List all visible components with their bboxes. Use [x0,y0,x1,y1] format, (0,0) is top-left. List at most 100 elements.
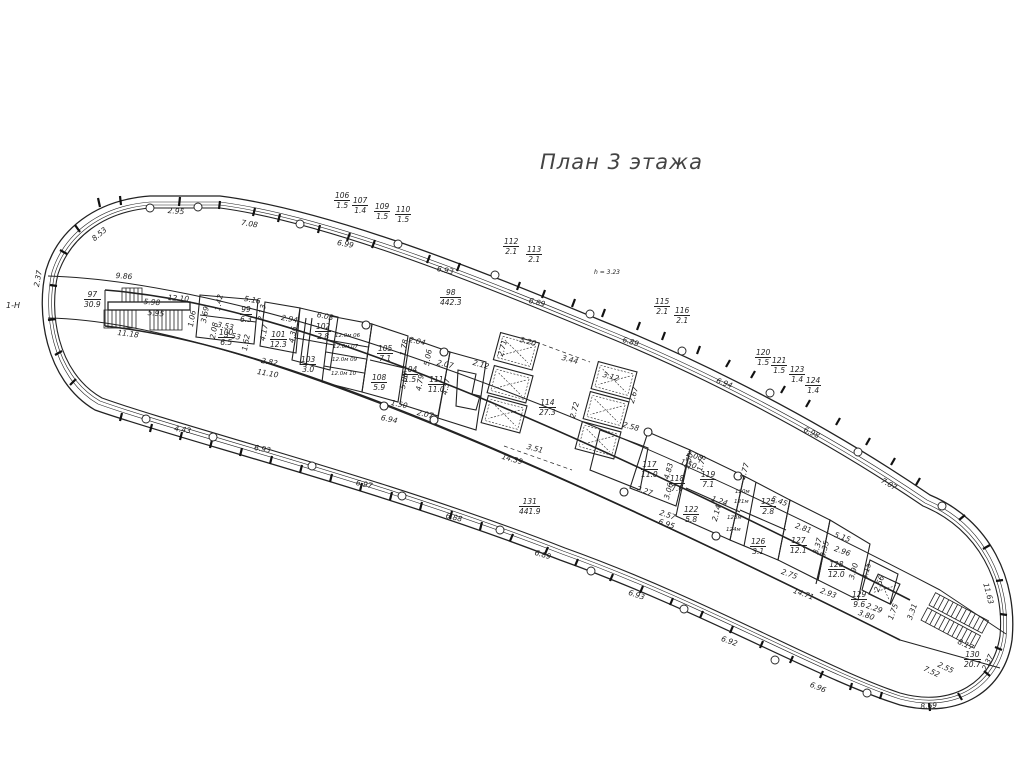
dimension-label: 5.98 [143,297,161,308]
room-number: 112 [503,237,520,247]
room-area: 11.0 [641,470,658,479]
room-area: 1.4 [791,375,804,384]
room-number: 124 [805,376,822,386]
room-number: 115 [654,297,671,307]
room-area: 5.8 [685,515,698,524]
room-area: 1.5 [397,215,410,224]
core-strip [47,275,1007,669]
wc-label: 123м [727,515,742,521]
plan-title: План 3 этажа [540,150,703,174]
room-number: 113 [526,245,543,255]
room-area: 1.5 [757,358,770,367]
room-number: 114 [539,398,556,408]
room-number: 116 [674,306,691,316]
wc-label: 120м [735,489,750,495]
room-number: 97 [84,290,101,300]
room-area: 2.8 [317,332,330,341]
room-area: 1.5 [773,366,786,375]
room-area: 2.1 [505,247,518,256]
room-area: 1.5 [376,212,389,221]
room-area: 11.0 [428,385,445,394]
room-area: 3.1 [752,547,765,556]
room-number: 128 [828,560,845,570]
wc-label: 12.0м 10 [331,371,357,377]
room-number: 103 [300,355,317,365]
room-area: 441.9 [519,507,541,516]
room-area: 12.0 [828,570,845,579]
room-number: 121 [771,356,788,366]
room-area: 2.1 [676,316,689,325]
wc-label: 12.0м 09 [332,357,358,363]
room-number: 117 [641,460,658,470]
room-number: 111 [428,375,445,385]
room-area: 2.1 [656,307,669,316]
room-number: 106 [334,191,351,201]
room-area: 1.4 [807,386,820,395]
room-number: 130 [964,650,981,660]
room-number: 109 [374,202,391,212]
wc-label: 124м [726,527,741,533]
room-area: 27.3 [539,408,556,417]
floor-height-label: h = 3.23 [594,269,621,276]
room-number: 123 [789,365,806,375]
room-area: 1.5 [404,375,417,384]
elevator-shafts [480,331,638,471]
room-area: 30.9 [84,300,101,309]
dimension-label: 2.95 [167,206,185,217]
room-number: 102 [315,322,332,332]
facade-columns [141,202,947,698]
dimension-label: 8.69 [920,700,938,711]
room-area: 7.1 [379,354,392,363]
room-area: 12.3 [270,340,287,349]
room-area: 2.8 [762,507,775,516]
room-number: 104 [402,365,419,375]
room-number: 126 [750,537,767,547]
room-area: 5.9 [373,383,386,392]
room-number: 100 [218,328,235,338]
room-area: 3.0 [302,365,315,374]
room-number: 122 [683,505,700,515]
wc-label: 121м [734,499,749,505]
dimension-label: 12.10 [167,293,190,304]
axis-label: 1-Н [6,301,20,310]
room-number: 127 [790,536,807,546]
room-area: 1.5 [336,201,349,210]
room-number: 105 [377,344,394,354]
room-number: 99 [240,305,252,315]
dimension-label: 9.86 [115,271,133,282]
facade-mullions [47,195,1008,712]
stair-left [103,287,191,331]
dimension-label: 5.95 [147,308,165,319]
room-number: 101 [270,330,287,340]
room-area: 7.1 [702,480,715,489]
room-number: 129 [851,590,868,600]
room-area: 20.7 [964,660,981,669]
room-area: 6.3 [240,315,252,324]
room-area: 6.5 [220,338,233,347]
